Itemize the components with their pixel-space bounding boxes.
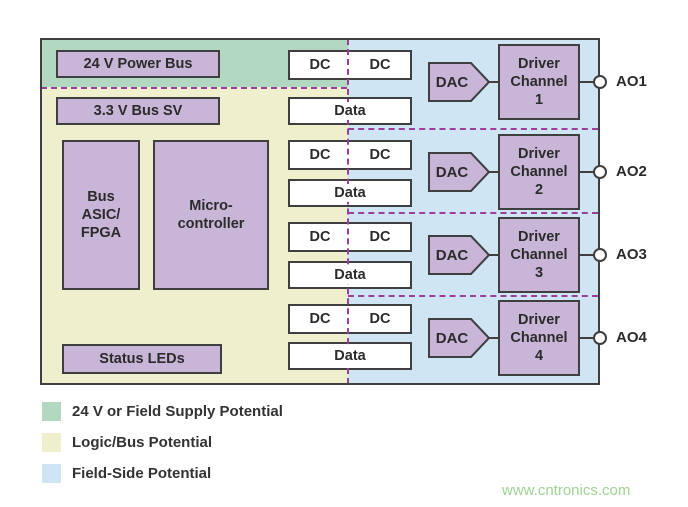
watermark: www.cntronics.com xyxy=(502,482,631,499)
diagram-frame xyxy=(40,38,600,385)
dac-arrow-shape xyxy=(428,152,491,192)
asic-label-line1: Bus xyxy=(87,188,115,205)
data-isolation-box-ch2: Data xyxy=(288,179,412,207)
legend-label-field: Field-Side Potential xyxy=(72,465,212,482)
legend-swatch-logic xyxy=(42,433,61,452)
driver-channel-box-1: Driver Channel 1 xyxy=(498,44,580,120)
dcdc-right-label-ch1: DC xyxy=(369,56,391,73)
ao4-label: AO4 xyxy=(616,329,647,346)
microcontroller-box: Micro- controller xyxy=(153,140,269,290)
connector-driver-terminal-ch4 xyxy=(580,337,594,339)
driver3-label-line3: 3 xyxy=(534,265,544,282)
connector-dac-driver-ch2 xyxy=(488,171,498,173)
dac-label-ch3: DAC xyxy=(435,246,469,264)
driver4-label-line1: Driver xyxy=(518,311,560,328)
power-bus-label: 24 V Power Bus xyxy=(83,55,193,72)
bus-asic-fpga-box: Bus ASIC/ FPGA xyxy=(62,140,140,290)
dac-block-ch1: DAC xyxy=(428,62,491,102)
legend-label-supply: 24 V or Field Supply Potential xyxy=(72,403,283,420)
data-isolation-box-ch4: Data xyxy=(288,342,412,370)
driver-channel-box-4: Driver Channel 4 xyxy=(498,300,580,376)
driver2-label-line1: Driver xyxy=(518,145,560,162)
isolation-line-horizontal-ch2-ch3 xyxy=(348,212,598,214)
connector-driver-terminal-ch3 xyxy=(580,254,594,256)
driver2-label-line3: 2 xyxy=(534,182,544,199)
asic-label-line3: FPGA xyxy=(80,225,122,242)
driver1-label-line1: Driver xyxy=(518,55,560,72)
dcdc-converter-box-ch2: DC DC xyxy=(288,140,412,170)
bus-sv-label: 3.3 V Bus SV xyxy=(93,102,183,119)
status-leds-label: Status LEDs xyxy=(99,350,185,367)
micro-label-line1: Micro- xyxy=(189,197,233,214)
status-leds-box: Status LEDs xyxy=(62,344,222,374)
isolation-line-horizontal-ch3-ch4 xyxy=(348,295,598,297)
dcdc-left-label-ch3: DC xyxy=(309,228,331,245)
isolation-line-horizontal-top xyxy=(41,87,347,89)
connector-dac-driver-ch4 xyxy=(488,337,498,339)
legend-label-logic: Logic/Bus Potential xyxy=(72,434,213,451)
data-label-ch3: Data xyxy=(329,265,371,285)
ao2-label: AO2 xyxy=(616,163,647,180)
dac-label-ch1: DAC xyxy=(435,73,469,91)
ao1-terminal xyxy=(593,75,607,89)
dac-arrow-shape xyxy=(428,318,491,358)
dcdc-right-label-ch4: DC xyxy=(369,310,391,327)
connector-dac-driver-ch1 xyxy=(488,81,498,83)
dcdc-left-label-ch1: DC xyxy=(309,56,331,73)
dcdc-left-label-ch2: DC xyxy=(309,146,331,163)
legend-swatch-field xyxy=(42,464,61,483)
driver1-label-line3: 1 xyxy=(534,92,544,109)
driver1-label-line2: Channel xyxy=(510,73,568,90)
driver4-label-line2: Channel xyxy=(510,329,568,346)
ao2-terminal xyxy=(593,165,607,179)
asic-label-line2: ASIC/ xyxy=(81,206,121,223)
dac-arrow-shape xyxy=(428,235,491,275)
dac-block-ch4: DAC xyxy=(428,318,491,358)
data-isolation-box-ch1: Data xyxy=(288,97,412,125)
dac-label-ch4: DAC xyxy=(435,329,469,347)
ao1-label: AO1 xyxy=(616,73,647,90)
ao3-terminal xyxy=(593,248,607,262)
dcdc-left-label-ch4: DC xyxy=(309,310,331,327)
micro-label-line2: controller xyxy=(177,216,245,232)
data-isolation-box-ch3: Data xyxy=(288,261,412,289)
driver3-label-line1: Driver xyxy=(518,228,560,245)
driver-channel-box-3: Driver Channel 3 xyxy=(498,217,580,293)
power-bus-box: 24 V Power Bus xyxy=(56,50,220,78)
data-label-ch4: Data xyxy=(329,346,371,366)
data-label-ch2: Data xyxy=(329,183,371,203)
driver-channel-box-2: Driver Channel 2 xyxy=(498,134,580,210)
isolation-line-horizontal-ch1-ch2 xyxy=(348,128,598,130)
dcdc-converter-box-ch1: DC DC xyxy=(288,50,412,80)
dcdc-right-label-ch2: DC xyxy=(369,146,391,163)
data-label-ch1: Data xyxy=(329,101,371,121)
driver3-label-line2: Channel xyxy=(510,246,568,263)
dcdc-converter-box-ch4: DC DC xyxy=(288,304,412,334)
bus-sv-box: 3.3 V Bus SV xyxy=(56,97,220,125)
driver4-label-line3: 4 xyxy=(534,348,544,365)
connector-driver-terminal-ch2 xyxy=(580,171,594,173)
connector-dac-driver-ch3 xyxy=(488,254,498,256)
dac-block-ch2: DAC xyxy=(428,152,491,192)
ao4-terminal xyxy=(593,331,607,345)
isolation-line-vertical xyxy=(347,39,349,384)
ao3-label: AO3 xyxy=(616,246,647,263)
dac-arrow-shape xyxy=(428,62,491,102)
dac-label-ch2: DAC xyxy=(435,163,469,181)
dcdc-right-label-ch3: DC xyxy=(369,228,391,245)
connector-driver-terminal-ch1 xyxy=(580,81,594,83)
dcdc-converter-box-ch3: DC DC xyxy=(288,222,412,252)
legend-swatch-supply xyxy=(42,402,61,421)
driver2-label-line2: Channel xyxy=(510,163,568,180)
dac-block-ch3: DAC xyxy=(428,235,491,275)
